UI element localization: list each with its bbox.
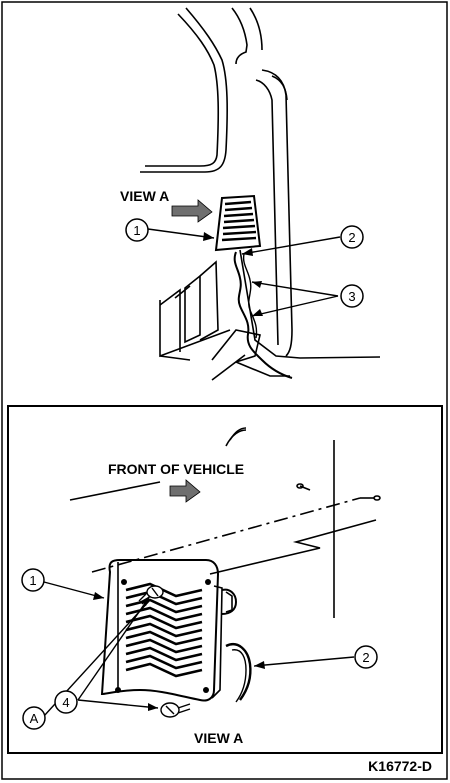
callout-4-bottom: 4 [54,690,78,714]
callout-leaders-bottom [43,581,355,717]
grille-slats-top [221,200,257,242]
arrowhead-2-bottom [254,661,265,669]
mounting-holes [115,579,211,693]
callout-3-top: 3 [340,284,364,308]
callout-2-top: 2 [340,225,364,249]
callout-1-bottom: 1 [21,568,45,592]
view-a-label-bottom: VIEW A [194,730,243,746]
view-a-arrow-top [171,199,213,223]
svg-text:1: 1 [29,573,36,588]
view-a-inset-frame [7,405,443,754]
figure-id-label: K16772-D [368,758,432,774]
svg-text:3: 3 [348,289,355,304]
arrowhead-4a-bottom [141,596,150,606]
front-of-vehicle-arrow [169,479,201,503]
view-a-label-top: VIEW A [120,188,169,204]
callout-leaders-top [147,228,341,317]
callout-2-bottom: 2 [354,645,378,669]
arrowhead-1-top [203,232,214,241]
svg-text:A: A [30,711,39,726]
svg-text:2: 2 [348,230,355,245]
top-illustration [140,7,381,381]
front-of-vehicle-label: FRONT OF VEHICLE [108,461,244,477]
callout-a-bottom: A [22,706,46,730]
svg-text:2: 2 [362,650,369,665]
svg-text:1: 1 [133,223,140,238]
arrowhead-2-top [242,248,253,256]
arrowhead-4b-bottom [148,703,158,711]
callout-1-top: 1 [125,218,149,242]
svg-text:4: 4 [62,695,69,710]
arrowhead-1-bottom [93,592,104,600]
grille-slats-bottom [125,582,203,678]
arrowhead-3a-top [252,281,262,288]
bottom-illustration [69,427,381,703]
arrowhead-3b-top [252,309,263,316]
screw-lower [160,702,191,718]
screw-upper [138,585,164,605]
